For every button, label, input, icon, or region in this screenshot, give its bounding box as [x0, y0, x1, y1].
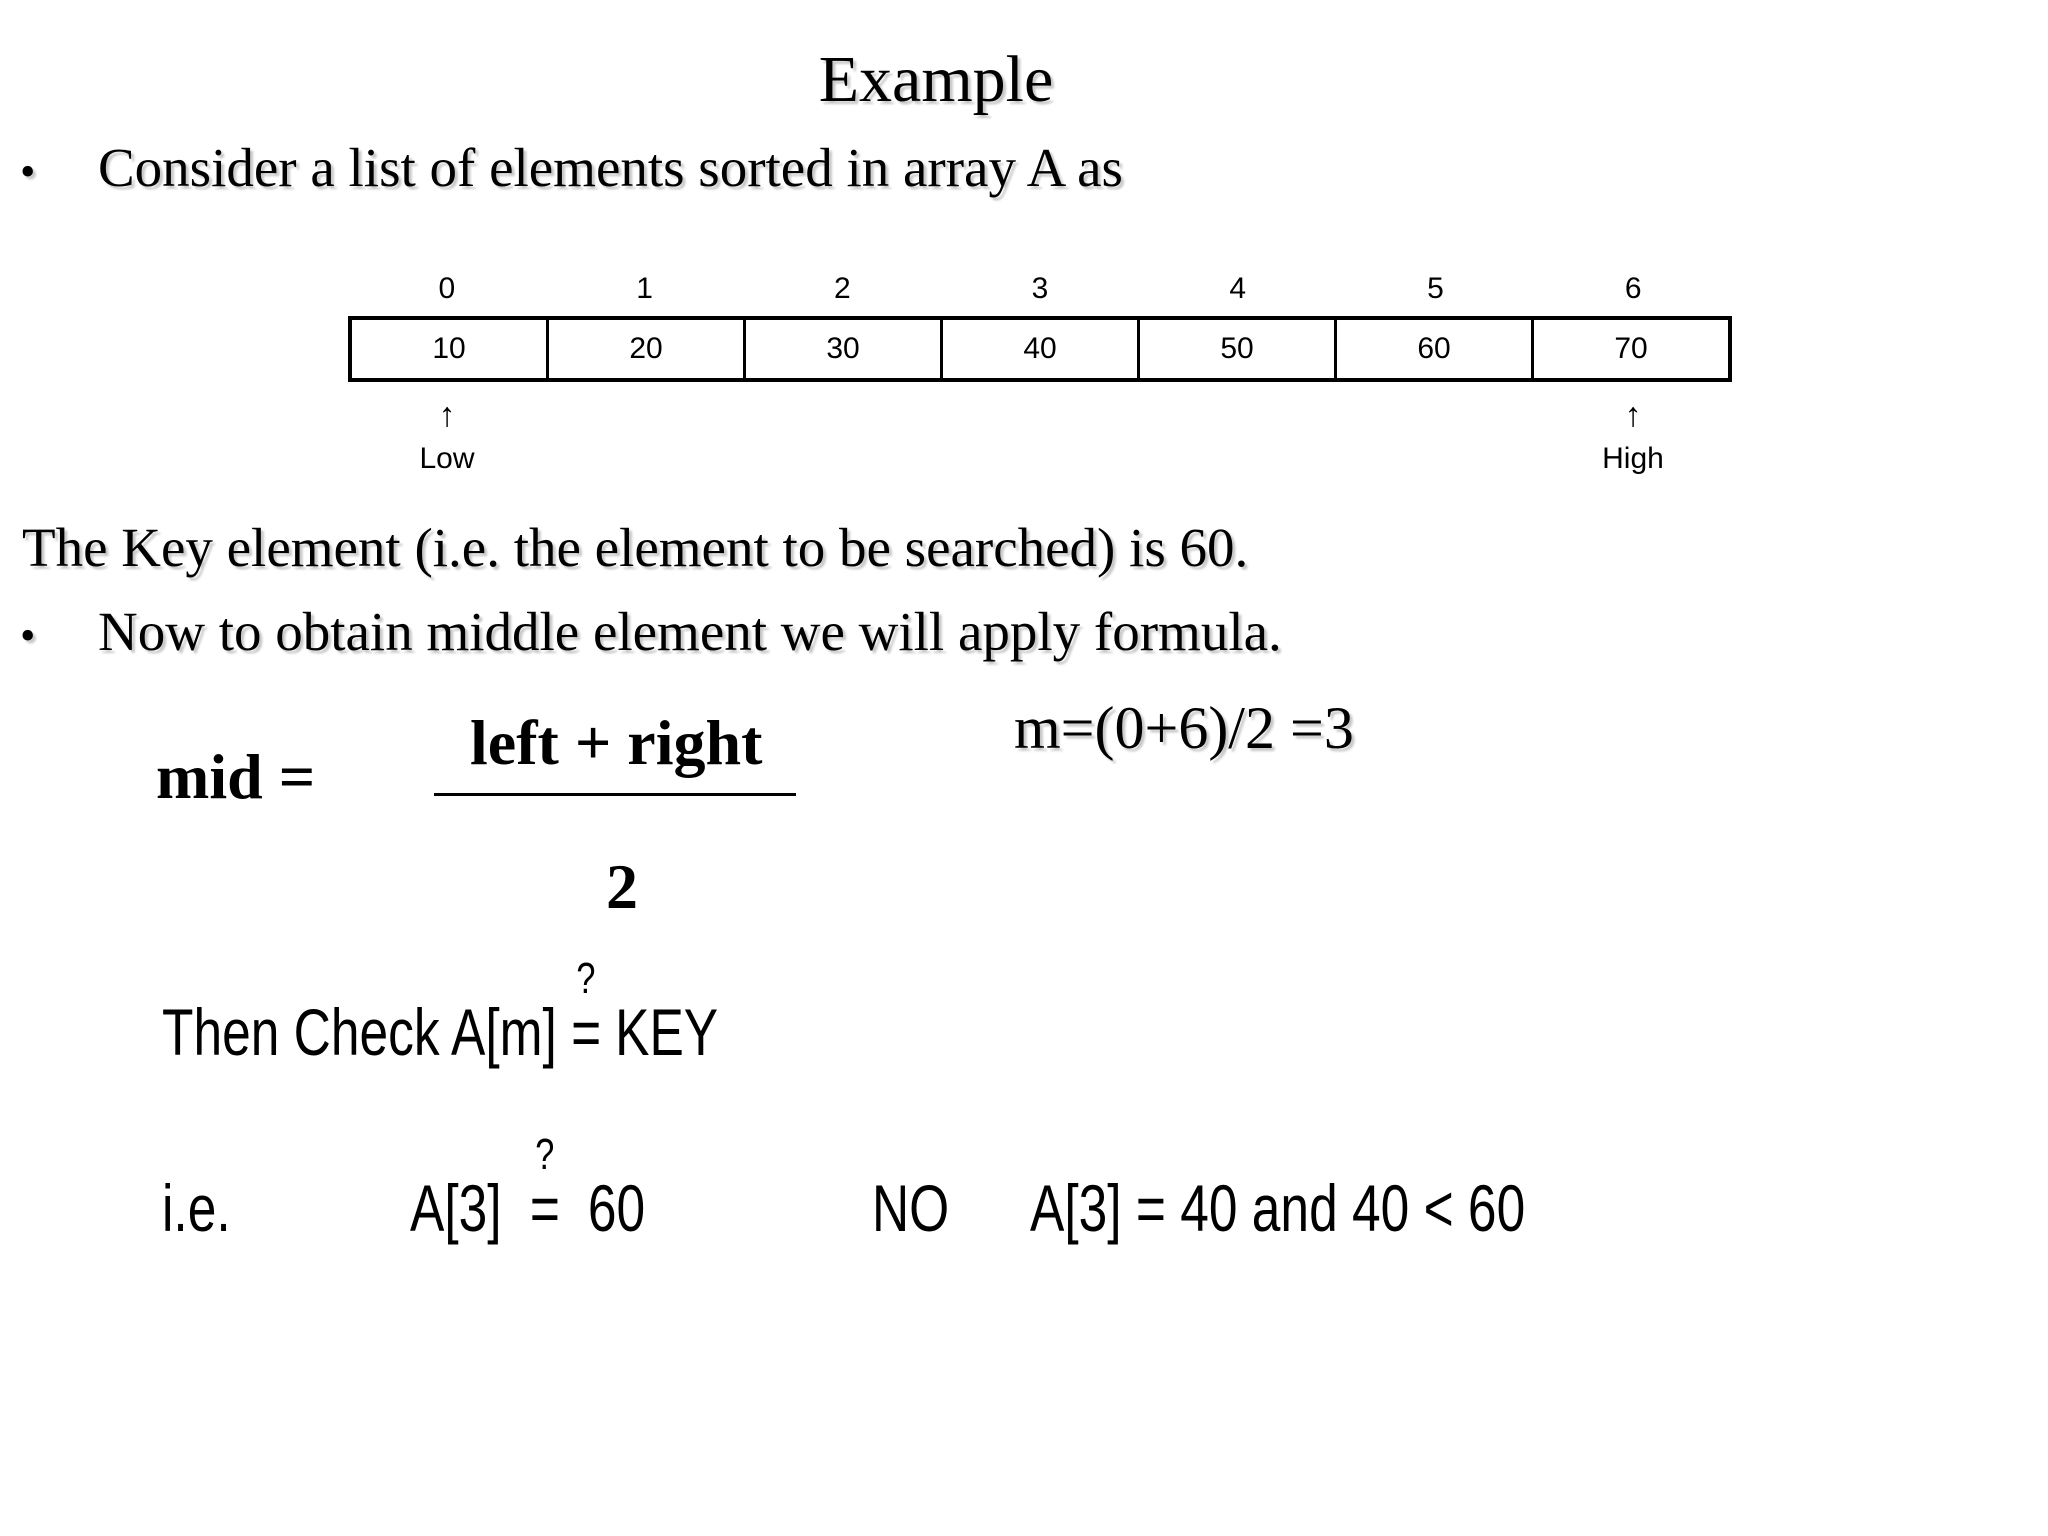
fraction-bar: [434, 793, 796, 796]
low-pointer: ↑ Low: [348, 398, 546, 476]
formula-lhs: mid =: [156, 741, 316, 812]
question-equals-symbol: ?=: [571, 954, 602, 1070]
array-index: 0: [438, 272, 456, 305]
array-index: 3: [1031, 272, 1049, 305]
ie-rhs: 60: [587, 1171, 646, 1245]
ie-reason: A[3] = 40 and 40 < 60: [1030, 1171, 1526, 1245]
ie-lhs: A[3]: [410, 1171, 502, 1245]
mid-calculation: m=(0+6)/2 =3: [1014, 695, 1354, 761]
bullet-1-text: Consider a list of elements sorted in ar…: [98, 137, 1123, 198]
ie-comparison: A[3] ?= 60: [410, 1130, 646, 1246]
array-cell: 50: [1140, 320, 1337, 378]
array-cell: 10: [352, 320, 549, 378]
low-label: Low: [419, 442, 475, 475]
array-cell: 30: [746, 320, 943, 378]
array-cell: 60: [1337, 320, 1534, 378]
ie-label: i.e.: [162, 1171, 231, 1245]
array-cell: 20: [549, 320, 746, 378]
question-mark: ?: [535, 1130, 555, 1179]
slide-title: Example: [818, 43, 1054, 116]
question-mark: ?: [576, 954, 596, 1003]
bullet-2-marker: •: [20, 611, 36, 660]
up-arrow-icon: ↑: [1624, 396, 1642, 434]
check-suffix: KEY: [615, 995, 719, 1069]
array-cell: 40: [943, 320, 1140, 378]
formula-numerator: left + right: [470, 707, 763, 778]
array-index: 2: [833, 272, 851, 305]
high-label: High: [1602, 442, 1664, 475]
array-index-row: 0 1 2 3 4 5 6: [348, 272, 1732, 306]
array-index: 4: [1229, 272, 1247, 305]
array-cells: 10 20 30 40 50 60 70: [348, 316, 1732, 382]
high-pointer: ↑ High: [1534, 398, 1732, 476]
equals-sign: =: [571, 995, 602, 1069]
key-element-text: The Key element (i.e. the element to be …: [22, 517, 1249, 578]
array-index: 6: [1624, 272, 1642, 305]
bullet-1-marker: •: [20, 147, 36, 196]
array-diagram: 0 1 2 3 4 5 6 10 20 30 40 50 60 70 ↑ Low…: [348, 262, 1738, 498]
formula-denominator: 2: [606, 851, 638, 922]
bullet-2-text: Now to obtain middle element we will app…: [98, 601, 1282, 662]
check-line: Then Check A[m] ?= KEY: [162, 954, 719, 1070]
equals-sign: =: [529, 1171, 560, 1245]
array-cell: 70: [1614, 332, 1648, 365]
array-index: 1: [636, 272, 653, 305]
up-arrow-icon: ↑: [438, 396, 456, 434]
check-prefix: Then Check A[m]: [162, 995, 557, 1069]
ie-answer: NO: [872, 1171, 950, 1245]
array-index: 5: [1427, 272, 1444, 305]
question-equals-symbol: ?=: [529, 1130, 560, 1246]
